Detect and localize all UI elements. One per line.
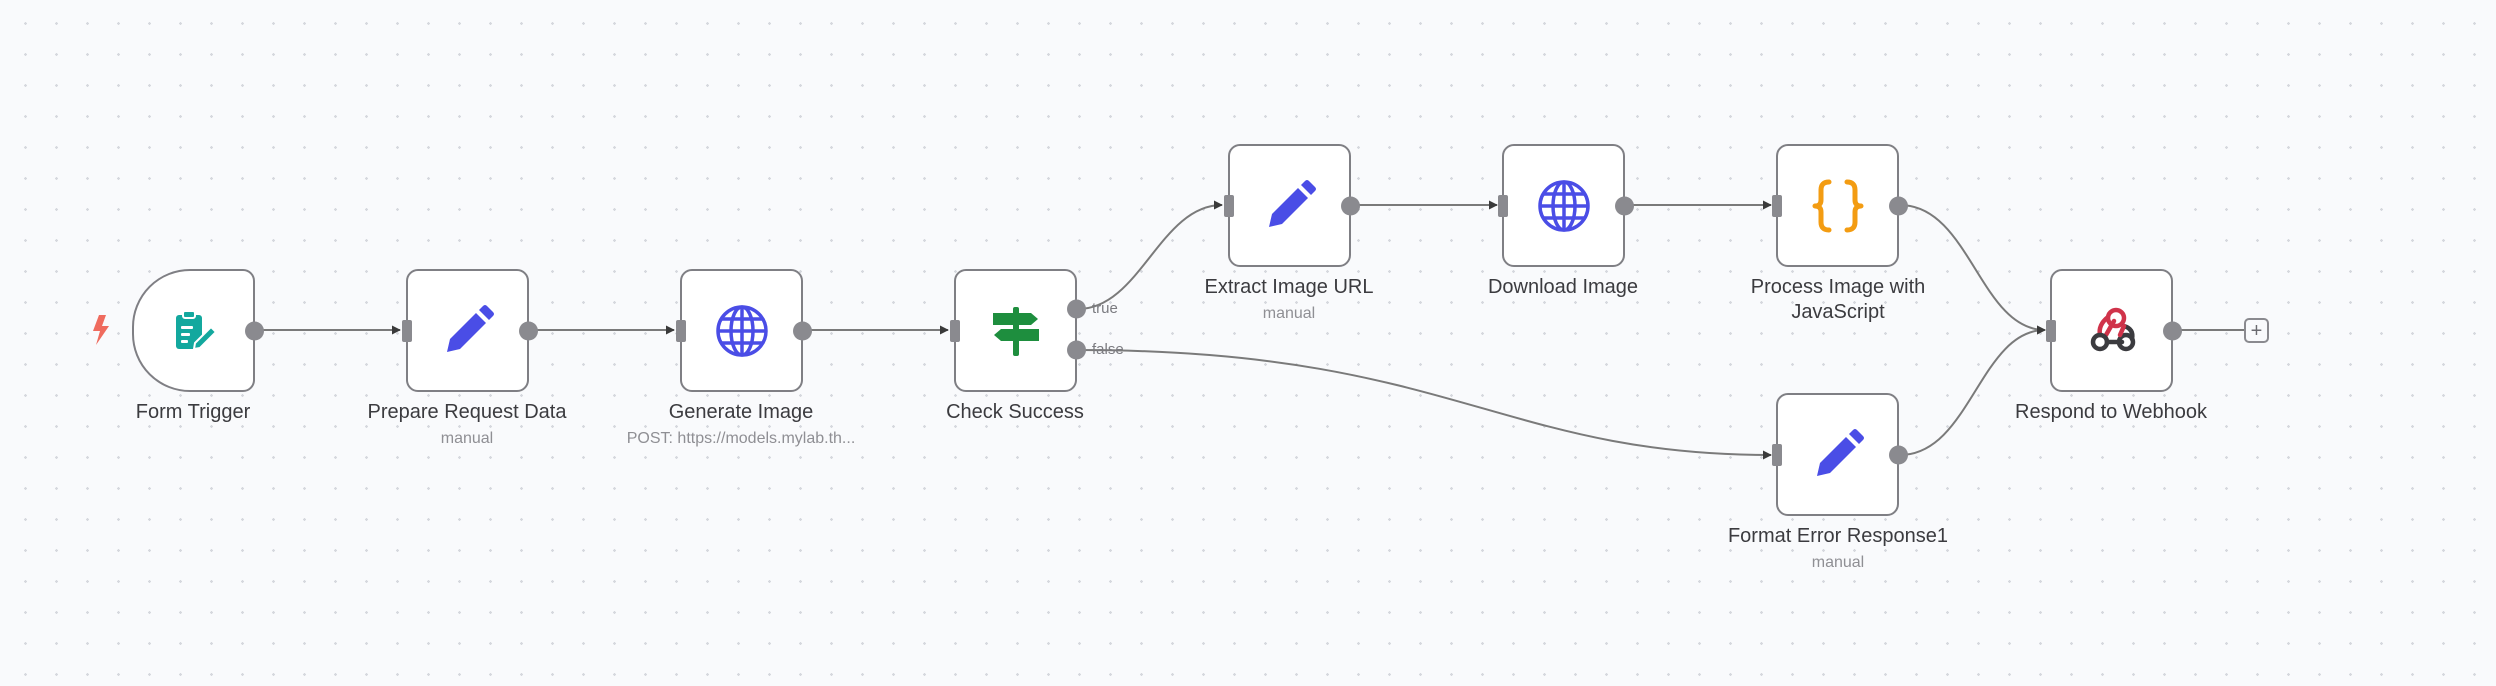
output-handle[interactable] [793, 321, 812, 340]
output-handle[interactable] [1341, 196, 1360, 215]
input-handle[interactable] [950, 319, 960, 342]
node-title: Download Image [1487, 276, 1639, 298]
node-respond-to-webhook[interactable] [2046, 269, 2182, 392]
globe-icon [1537, 179, 1591, 233]
trigger-bolt-icon [90, 314, 112, 351]
node-form-trigger[interactable] [132, 269, 264, 392]
node-title: Extract Image URL [1204, 276, 1374, 298]
node-title: Prepare Request Data [367, 401, 567, 423]
input-handle[interactable] [402, 319, 412, 342]
output-handle-false[interactable] [1067, 340, 1086, 360]
input-handle[interactable] [1224, 194, 1234, 217]
edge-process-to-respond[interactable] [1899, 204, 2046, 335]
input-handle[interactable] [1498, 194, 1508, 217]
node-check-success[interactable] [950, 269, 1086, 392]
node-subtitle: manual [1262, 305, 1316, 322]
node-process-image-javascript[interactable] [1772, 144, 1908, 267]
webhook-icon [2086, 305, 2138, 357]
globe-icon [715, 304, 769, 358]
pencil-icon [442, 304, 494, 357]
output-handle[interactable] [2163, 321, 2182, 340]
input-handle[interactable] [1772, 194, 1782, 217]
edge-check-false-to-format-error[interactable] [1077, 349, 1772, 460]
output-handle[interactable] [1889, 196, 1908, 215]
output-handle[interactable] [1615, 196, 1634, 215]
output-handle[interactable] [519, 321, 538, 340]
node-title: Form Trigger [135, 401, 251, 423]
signpost-icon [989, 304, 1043, 358]
node-subtitle: POST: https://models.mylab.th... [626, 430, 856, 447]
node-generate-image[interactable] [676, 269, 812, 392]
node-subtitle: manual [1811, 554, 1865, 571]
add-node-button[interactable]: + [2244, 318, 2269, 343]
output-handle[interactable] [1889, 445, 1908, 464]
branch-label-false: false [1092, 341, 1124, 358]
node-prepare-request-data[interactable] [402, 269, 538, 392]
code-braces-icon [1812, 178, 1864, 234]
branch-label-true: true [1092, 300, 1118, 317]
node-title: Generate Image [668, 401, 814, 423]
node-title: Check Success [946, 401, 1084, 423]
node-title: Process Image with JavaScript [1678, 275, 1998, 325]
edge-format-error-to-respond[interactable] [1899, 325, 2046, 456]
node-title: Format Error Response1 [1727, 525, 1949, 547]
form-icon [169, 306, 219, 356]
output-handle-true[interactable] [1067, 299, 1086, 319]
node-format-error-response[interactable] [1772, 393, 1908, 516]
node-title: Respond to Webhook [2015, 401, 2207, 423]
input-handle[interactable] [676, 319, 686, 342]
node-subtitle: manual [440, 430, 494, 447]
node-download-image[interactable] [1498, 144, 1634, 267]
output-handle[interactable] [245, 321, 264, 340]
edge-check-true-to-extract[interactable] [1077, 200, 1223, 310]
node-title-text: Process Image with JavaScript [1750, 276, 1926, 323]
input-handle[interactable] [1772, 443, 1782, 466]
node-extract-image-url[interactable] [1224, 144, 1360, 267]
input-handle[interactable] [2046, 319, 2056, 342]
pencil-icon [1264, 179, 1316, 232]
pencil-icon [1812, 428, 1864, 481]
